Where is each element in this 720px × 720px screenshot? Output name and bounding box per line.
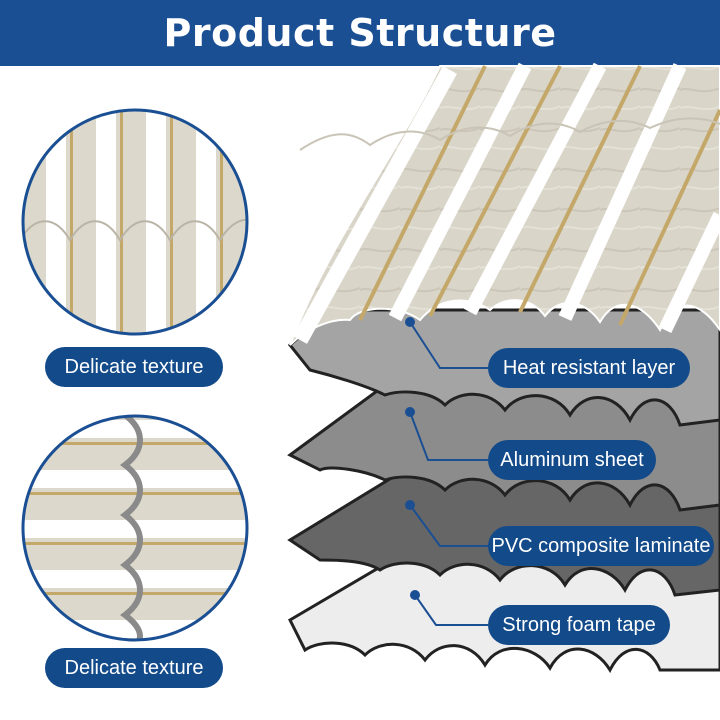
- scallop-ridge: [299, 117, 720, 151]
- detail-circle-bottom-border: [21, 414, 249, 642]
- layer-label-foam: Strong foam tape: [488, 605, 670, 645]
- layer-label-aluminum: Aluminum sheet: [488, 440, 656, 480]
- detail-label-bottom: Delicate texture: [45, 648, 223, 688]
- layer-label-pvc: PVC composite laminate: [488, 526, 714, 566]
- detail-circle-top-border: [21, 108, 249, 336]
- header-banner: Product Structure: [0, 0, 720, 66]
- page-title: Product Structure: [163, 11, 557, 55]
- texture-detail-bottom: [23, 416, 247, 640]
- callout-lines: [405, 317, 488, 626]
- texture-detail-top: [23, 110, 247, 334]
- layer-label-heat: Heat resistant layer: [488, 348, 690, 388]
- surface-strips: [293, 62, 720, 344]
- detail-label-top: Delicate texture: [45, 347, 223, 387]
